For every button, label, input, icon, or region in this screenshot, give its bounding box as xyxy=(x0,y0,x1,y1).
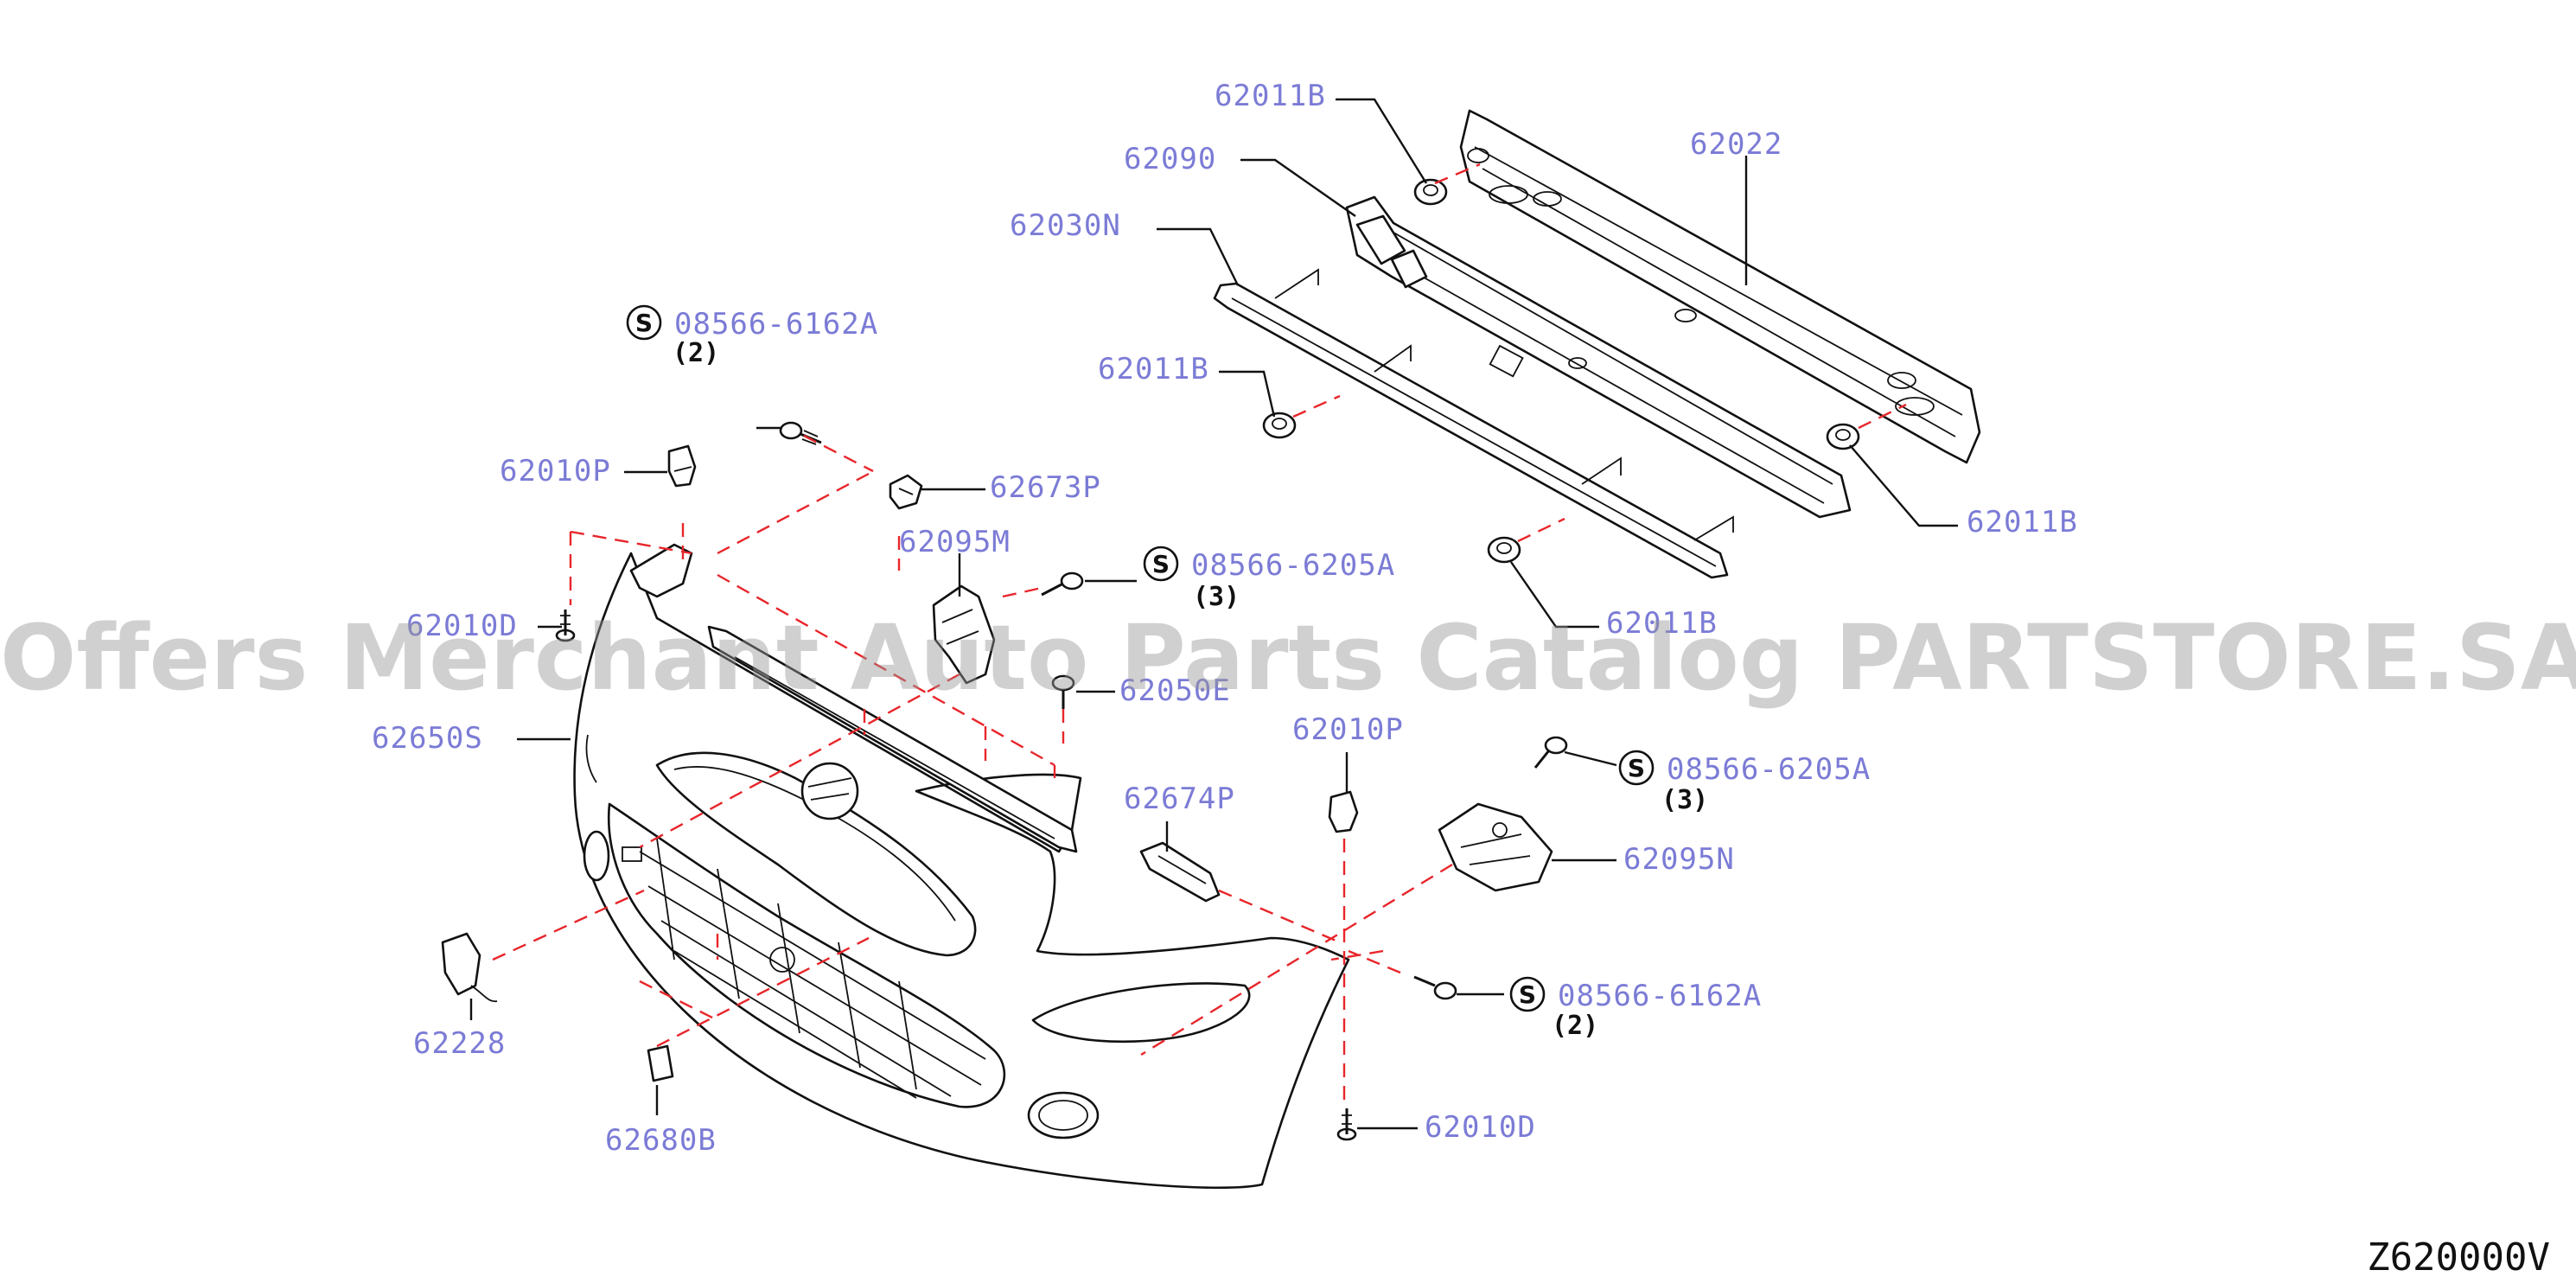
bolt-08566-6162A-upper xyxy=(779,421,822,445)
nut-62011B-bottom xyxy=(1487,536,1521,564)
callout-qty: (3) xyxy=(1193,582,1240,612)
bracket-left xyxy=(629,543,693,598)
assembly-lines xyxy=(492,163,1907,1107)
leader-lines xyxy=(469,98,1958,1130)
bumper-fascia-62650S xyxy=(573,552,1350,1190)
label-62650S: 62650S xyxy=(372,721,483,756)
bumper-upper-strip xyxy=(707,625,1078,853)
callout-qty: (3) xyxy=(1661,785,1708,815)
callout-qty: (2) xyxy=(673,338,719,368)
clip-62010D-right xyxy=(1336,1108,1357,1141)
clip-62673P xyxy=(889,474,923,510)
label-62011B-left: 62011B xyxy=(1098,352,1209,386)
label-62010P-right: 62010P xyxy=(1292,712,1404,747)
label-62011B-right: 62011B xyxy=(1967,505,2078,539)
bracket-62095M xyxy=(932,584,996,685)
s-symbol-icon xyxy=(1509,976,1546,1012)
absorber-62090 xyxy=(1345,195,1852,519)
clip-62050E xyxy=(1051,674,1075,709)
label-62680B: 62680B xyxy=(605,1123,717,1158)
callout-part: 08566-6162A xyxy=(1558,979,1762,1013)
label-62050E: 62050E xyxy=(1119,673,1231,708)
bolt-08566-6205A-right xyxy=(1533,736,1568,769)
nut-62011B-right xyxy=(1826,423,1860,450)
clip-62010P-right xyxy=(1328,790,1359,833)
clip-62680B xyxy=(647,1044,674,1082)
bracket-62095N xyxy=(1438,802,1553,892)
label-62673P: 62673P xyxy=(990,470,1101,505)
label-62095N: 62095N xyxy=(1623,842,1735,877)
diagram-code: Z620000V xyxy=(2367,1235,2550,1280)
label-62022: 62022 xyxy=(1690,127,1782,162)
sensor-62228 xyxy=(441,932,498,1003)
label-62095M: 62095M xyxy=(899,525,1011,559)
callout-bolt2: S 08566-6205A (3) xyxy=(1143,546,1395,612)
callout-qty: (2) xyxy=(1552,1011,1598,1041)
nut-62011B-left xyxy=(1262,412,1297,439)
bolt-08566-6162A-lower xyxy=(1413,975,1457,1000)
label-62010P-left: 62010P xyxy=(500,454,611,488)
label-62011B-top: 62011B xyxy=(1215,79,1326,113)
callout-part: 08566-6162A xyxy=(674,307,878,341)
s-symbol-icon xyxy=(1618,750,1655,786)
clip-62010D-left xyxy=(555,610,576,642)
callout-symbol: S xyxy=(1152,550,1170,578)
bracket-62674P xyxy=(1139,841,1221,903)
label-62030N: 62030N xyxy=(1010,208,1121,243)
reinforcement-62022 xyxy=(1459,109,1981,464)
callout-part: 08566-6205A xyxy=(1667,752,1871,787)
callout-part: 08566-6205A xyxy=(1191,548,1395,583)
label-62674P: 62674P xyxy=(1124,782,1235,816)
s-symbol-icon xyxy=(1143,546,1179,582)
label-62010D-left: 62010D xyxy=(406,609,518,643)
callout-symbol: S xyxy=(1628,754,1645,782)
label-62010D-right: 62010D xyxy=(1425,1110,1536,1145)
nut-62011B-top xyxy=(1413,178,1448,206)
callout-symbol: S xyxy=(1519,980,1536,1009)
clip-62010P-left xyxy=(667,444,697,488)
bolt-08566-6205A-upper xyxy=(1041,571,1084,597)
callout-symbol: S xyxy=(635,309,653,337)
label-62090: 62090 xyxy=(1124,142,1216,176)
label-62228: 62228 xyxy=(413,1026,506,1061)
callout-bolt4: S 08566-6162A (2) xyxy=(1509,976,1762,1041)
label-62011B-bottom: 62011B xyxy=(1606,606,1718,641)
callout-bolt3: S 08566-6205A (3) xyxy=(1618,750,1871,815)
callout-bolt1: S 08566-6162A (2) xyxy=(626,304,878,368)
s-symbol-icon xyxy=(626,304,662,341)
armature-62030N xyxy=(1213,268,1734,579)
part-labels: 62011B 62090 62030N 62022 62011B 62011B … xyxy=(372,79,2078,1158)
